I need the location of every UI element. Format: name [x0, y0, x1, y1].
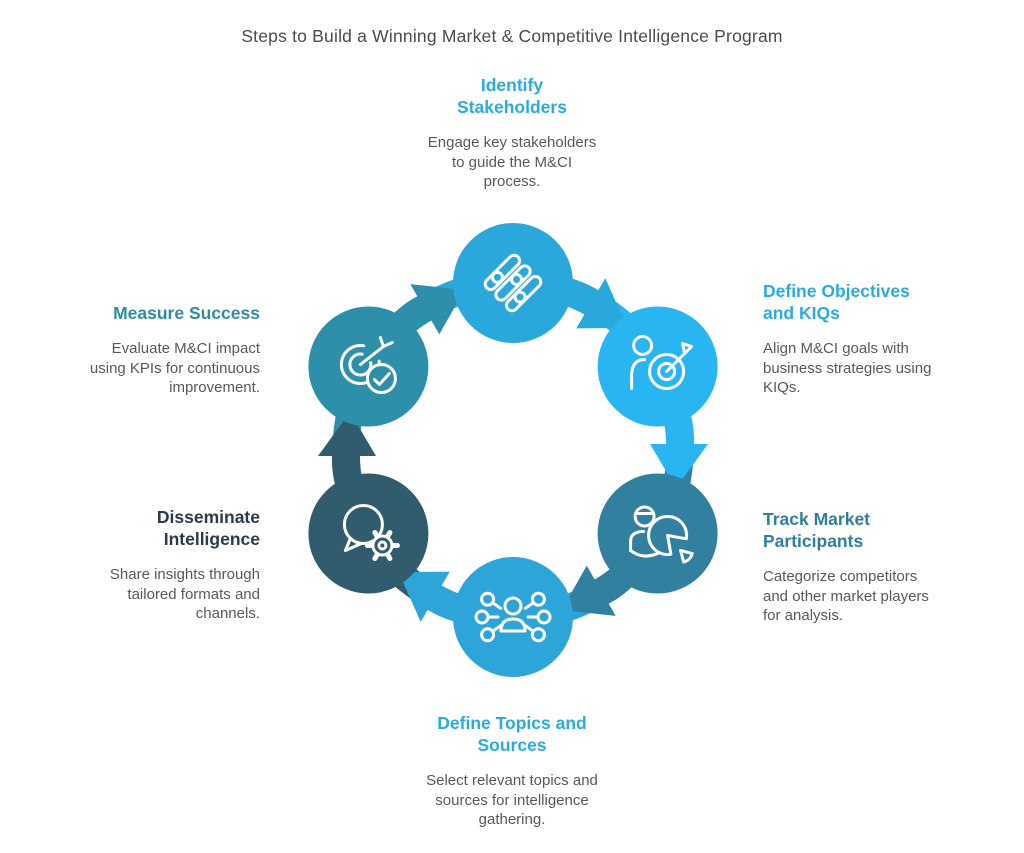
- step-description: Categorize competitors and other market …: [763, 568, 929, 625]
- step-description: Share insights through tailored formats …: [109, 566, 260, 623]
- step-text-measure-success: Measure Success Evaluate M&CI impact usi…: [30, 302, 260, 398]
- step-icons: [339, 253, 694, 643]
- step-heading: Define Objectives and KIQs: [763, 281, 910, 324]
- person-pie-chart-icon: [629, 505, 694, 564]
- step-description: Select relevant topics and sources for i…: [426, 772, 598, 829]
- step-description: Evaluate M&CI impact using KPIs for cont…: [89, 340, 260, 397]
- step-description: Engage key stakeholders to guide the M&C…: [427, 134, 597, 191]
- step-heading: Define Topics and Sources: [437, 713, 587, 756]
- step-heading: Disseminate Intelligence: [156, 507, 260, 550]
- page-title: Steps to Build a Winning Market & Compet…: [241, 26, 783, 46]
- step-circles: [308, 223, 718, 677]
- person-target-icon: [630, 335, 694, 390]
- target-checkmark-icon: [339, 336, 397, 394]
- sliders-icon: [483, 253, 543, 313]
- step-text-disseminate: Disseminate Intelligence Share insights …: [30, 506, 260, 624]
- step-heading: Track Market Participants: [763, 509, 871, 552]
- step-circle-measure-success: [308, 306, 429, 427]
- step-circle-disseminate: [308, 473, 429, 594]
- speech-bubble-gear-icon: [342, 504, 400, 561]
- step-heading: Identify Stakeholders: [457, 75, 567, 118]
- network-people-icon: [474, 591, 552, 643]
- step-heading: Measure Success: [113, 303, 260, 323]
- step-text-identify-stakeholders: Identify Stakeholders Engage key stakeho…: [362, 74, 662, 192]
- step-text-define-objectives: Define Objectives and KIQs Align M&CI go…: [763, 280, 973, 398]
- step-description: Align M&CI goals with business strategie…: [763, 340, 932, 397]
- step-text-define-topics: Define Topics and Sources Select relevan…: [372, 712, 652, 830]
- step-circle-define-topics: [453, 557, 573, 677]
- step-text-track-market: Track Market Participants Categorize com…: [763, 508, 978, 626]
